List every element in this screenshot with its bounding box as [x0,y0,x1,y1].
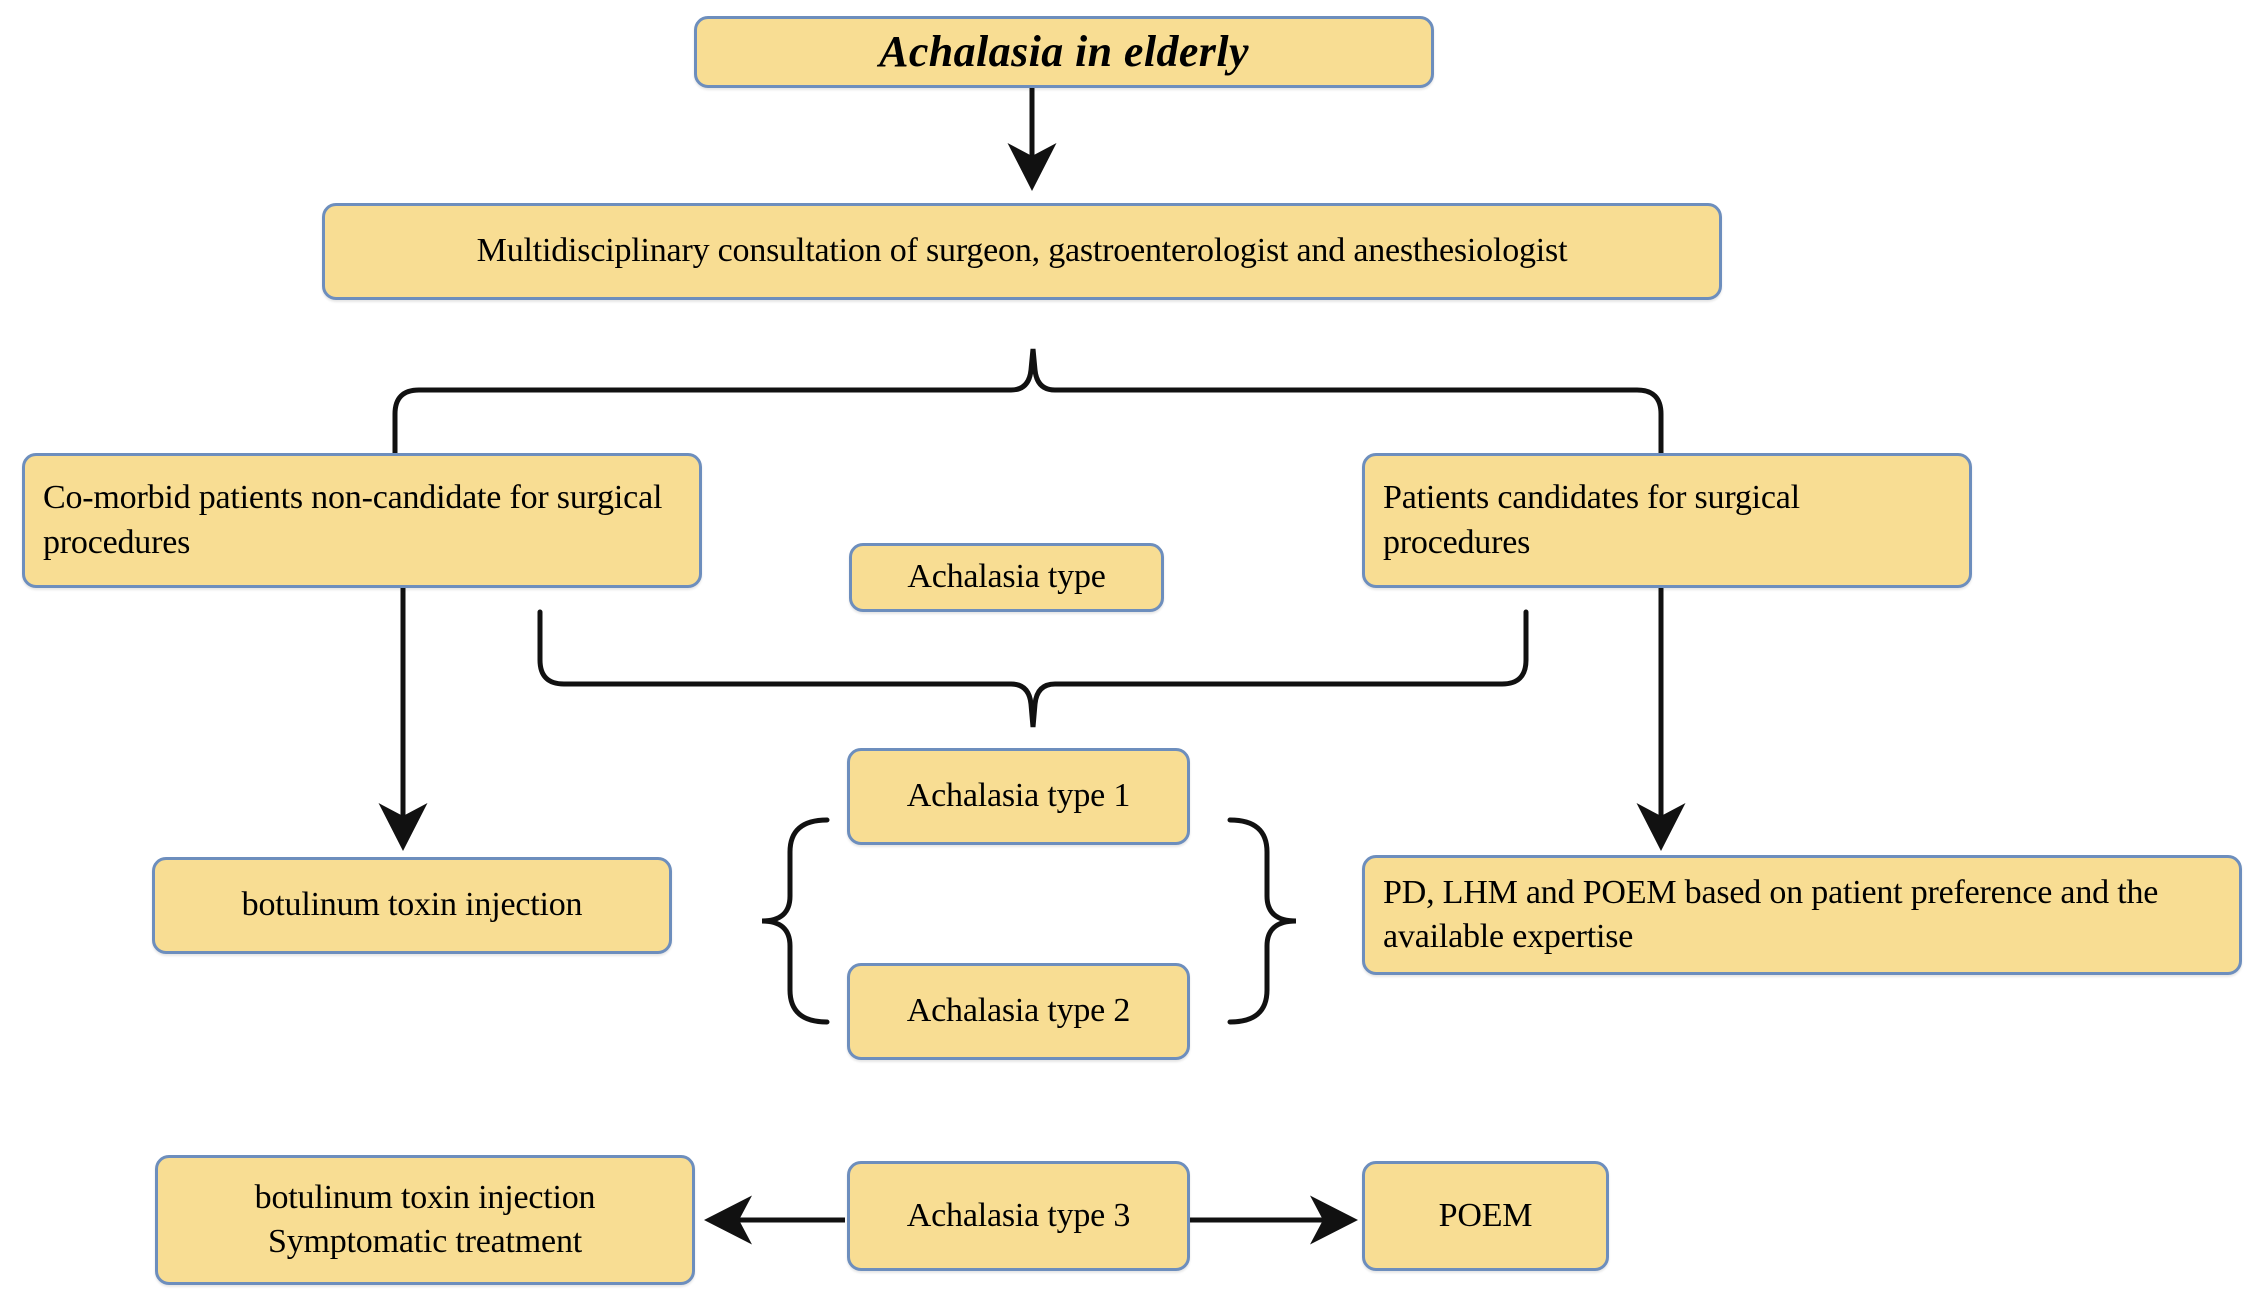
node-comorbid-patients[interactable]: Co-morbid patients non-candidate for sur… [22,453,702,588]
node-poem-label: POEM [1438,1196,1533,1234]
node-comorbid-label: Co-morbid patients non-candidate for sur… [43,479,663,561]
node-achalasia-type-2[interactable]: Achalasia type 2 [847,963,1190,1060]
node-consultation-label: Multidisciplinary consultation of surgeo… [476,232,1568,270]
node-botulinum-toxin-injection[interactable]: botulinum toxin injection [152,857,672,954]
node-title[interactable]: Achalasia in elderly [694,16,1434,88]
node-botox-symptomatic[interactable]: botulinum toxin injection Symptomatic tr… [155,1155,695,1285]
node-pd-lhm-poem[interactable]: PD, LHM and POEM based on patient prefer… [1362,855,2242,975]
node-achalasia-type-3[interactable]: Achalasia type 3 [847,1161,1190,1271]
node-type3-label: Achalasia type 3 [906,1196,1131,1234]
node-achalasia-type-label: Achalasia type [907,558,1106,596]
brace-right-group [1227,817,1297,1025]
node-multidisciplinary-consultation[interactable]: Multidisciplinary consultation of surgeo… [322,203,1722,300]
node-surgical-candidates[interactable]: Patients candidates for surgical procedu… [1362,453,1972,588]
edge-merge-brace-down [537,609,1529,728]
node-title-label: Achalasia in elderly [879,27,1249,77]
brace-left-group [761,817,830,1025]
node-achalasia-type[interactable]: Achalasia type [849,543,1164,612]
node-pd-lhm-poem-label: PD, LHM and POEM based on patient prefer… [1383,873,2159,955]
node-achalasia-type-1[interactable]: Achalasia type 1 [847,748,1190,845]
node-type1-label: Achalasia type 1 [906,777,1131,815]
node-candidates-label: Patients candidates for surgical procedu… [1383,479,1800,561]
node-botox-label: botulinum toxin injection [241,886,583,924]
node-type2-label: Achalasia type 2 [906,992,1131,1030]
node-botox-symptomatic-label: botulinum toxin injection Symptomatic tr… [254,1178,596,1260]
edge-consultation-split-brace [392,348,1664,490]
node-poem[interactable]: POEM [1362,1161,1609,1271]
